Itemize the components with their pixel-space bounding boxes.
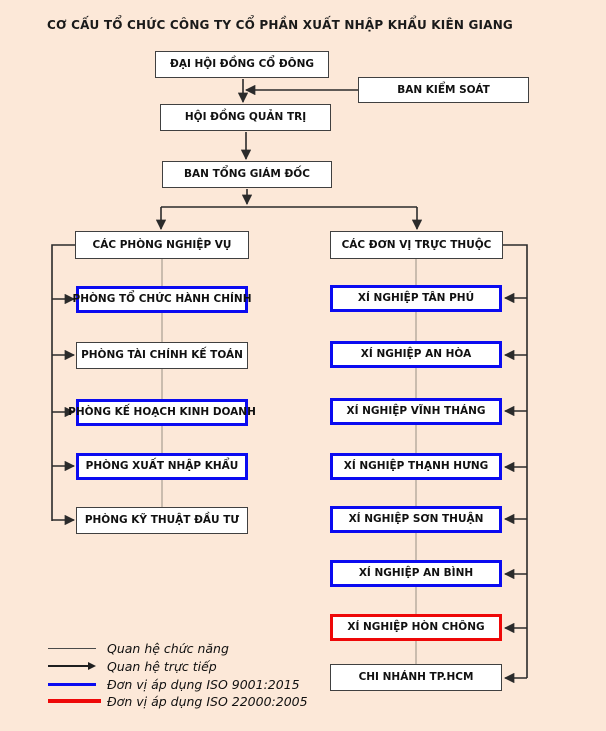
node-xi-nghiep-an-hoa: XÍ NGHIỆP AN HÒA (330, 341, 502, 368)
iso9001-line-sample (48, 682, 96, 686)
legend-label: Quan hệ trực tiếp (107, 658, 217, 674)
legend-label: Đơn vị áp dụng ISO 22000:2005 (107, 693, 308, 709)
node-ban-tong-giam-doc: BAN TỔNG GIÁM ĐỐC (162, 161, 332, 188)
direct-connectors (51, 79, 528, 684)
node-xi-nghiep-vinh-thang: XÍ NGHIỆP VĨNH THÁNG (330, 398, 502, 425)
direct-arrow-sample (48, 662, 96, 670)
node-xi-nghiep-son-thuan: XÍ NGHIỆP SƠN THUẬN (330, 506, 502, 533)
functional-line-sample (48, 647, 96, 649)
node-xi-nghiep-hon-chong: XÍ NGHIỆP HÒN CHÔNG (330, 614, 502, 641)
node-cac-don-vi-truc-thuoc: CÁC ĐƠN VỊ TRỰC THUỘC (330, 231, 503, 259)
node-phong-ky-thuat-dau-tu: PHÒNG KỸ THUẬT ĐẦU TƯ (76, 507, 248, 534)
page-title: CƠ CẤU TỔ CHỨC CÔNG TY CỔ PHẦN XUẤT NHẬP… (47, 18, 513, 32)
node-xi-nghiep-tan-phu: XÍ NGHIỆP TÂN PHÚ (330, 285, 502, 312)
legend-item-iso9001: Đơn vị áp dụng ISO 9001:2015 (48, 676, 378, 692)
node-dai-hoi-dong-co-dong: ĐẠI HỘI ĐỒNG CỔ ĐÔNG (155, 51, 329, 78)
legend-label: Đơn vị áp dụng ISO 9001:2015 (107, 676, 300, 692)
node-cac-phong-nghiep-vu: CÁC PHÒNG NGHIỆP VỤ (75, 231, 249, 259)
node-hoi-dong-quan-tri: HỘI ĐỒNG QUẢN TRỊ (160, 104, 331, 131)
node-phong-tai-chinh-ke-toan: PHÒNG TÀI CHÍNH KẾ TOÁN (76, 342, 248, 369)
node-xi-nghiep-an-binh: XÍ NGHIỆP AN BÌNH (330, 560, 502, 587)
iso22000-line-sample (48, 699, 101, 703)
node-chi-nhanh-tp-hcm: CHI NHÁNH TP.HCM (330, 664, 502, 691)
legend-item-direct: Quan hệ trực tiếp (48, 658, 378, 674)
legend-label: Quan hệ chức năng (107, 640, 229, 656)
legend-item-iso22000: Đơn vị áp dụng ISO 22000:2005 (48, 693, 378, 709)
node-phong-ke-hoach-kinh-doanh: PHÒNG KẾ HOẠCH KINH DOANH (68, 399, 256, 426)
node-phong-to-chuc-hanh-chinh: PHÒNG TỔ CHỨC HÀNH CHÍNH (73, 286, 251, 313)
legend-item-functional: Quan hệ chức năng (48, 640, 378, 656)
node-phong-xuat-nhap-khau: PHÒNG XUẤT NHẬP KHẨU (76, 453, 248, 480)
node-ban-kiem-soat: BAN KIỂM SOÁT (358, 77, 529, 103)
node-xi-nghiep-thanh-hung: XÍ NGHIỆP THẠNH HƯNG (330, 453, 502, 480)
